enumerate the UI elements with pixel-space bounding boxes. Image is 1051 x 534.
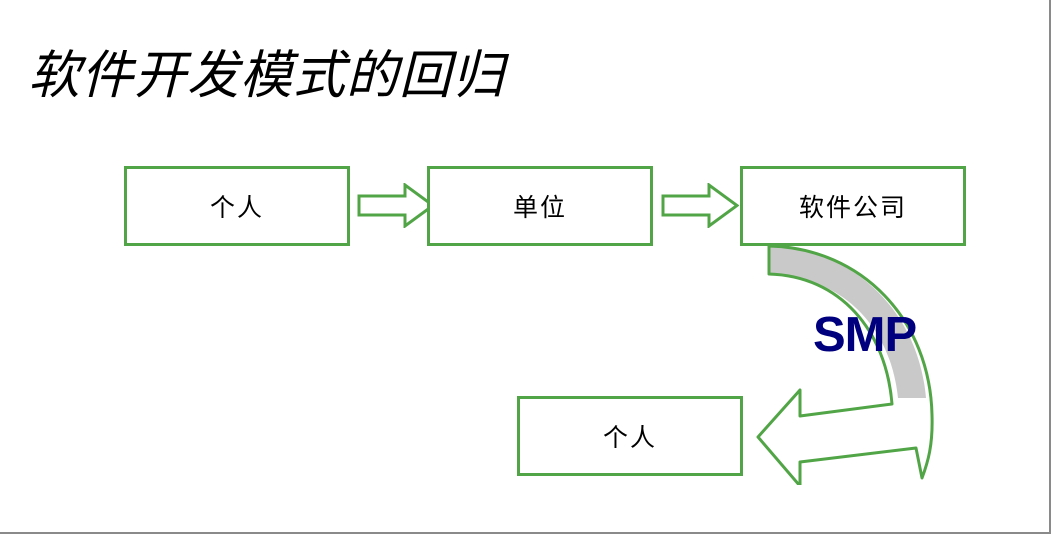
curved-arrow-down-left-icon (740, 240, 970, 488)
flow-box-software-company: 软件公司 (740, 166, 966, 246)
flow-box-label: 单位 (512, 194, 567, 222)
flow-box-label: 软件公司 (798, 194, 907, 222)
page-title: 软件开发模式的回归 (28, 47, 506, 105)
flow-box-individual-target: 个人 (517, 396, 743, 476)
block-arrow-right-icon-1 (357, 182, 436, 229)
flow-box-individual-source: 个人 (124, 166, 350, 246)
flow-box-label: 个人 (209, 194, 264, 222)
flow-box-label: 个人 (602, 424, 657, 452)
block-arrow-right-icon-2 (661, 182, 740, 229)
flow-box-unit: 单位 (427, 166, 653, 246)
smp-annotation-label: SMP (813, 308, 917, 362)
